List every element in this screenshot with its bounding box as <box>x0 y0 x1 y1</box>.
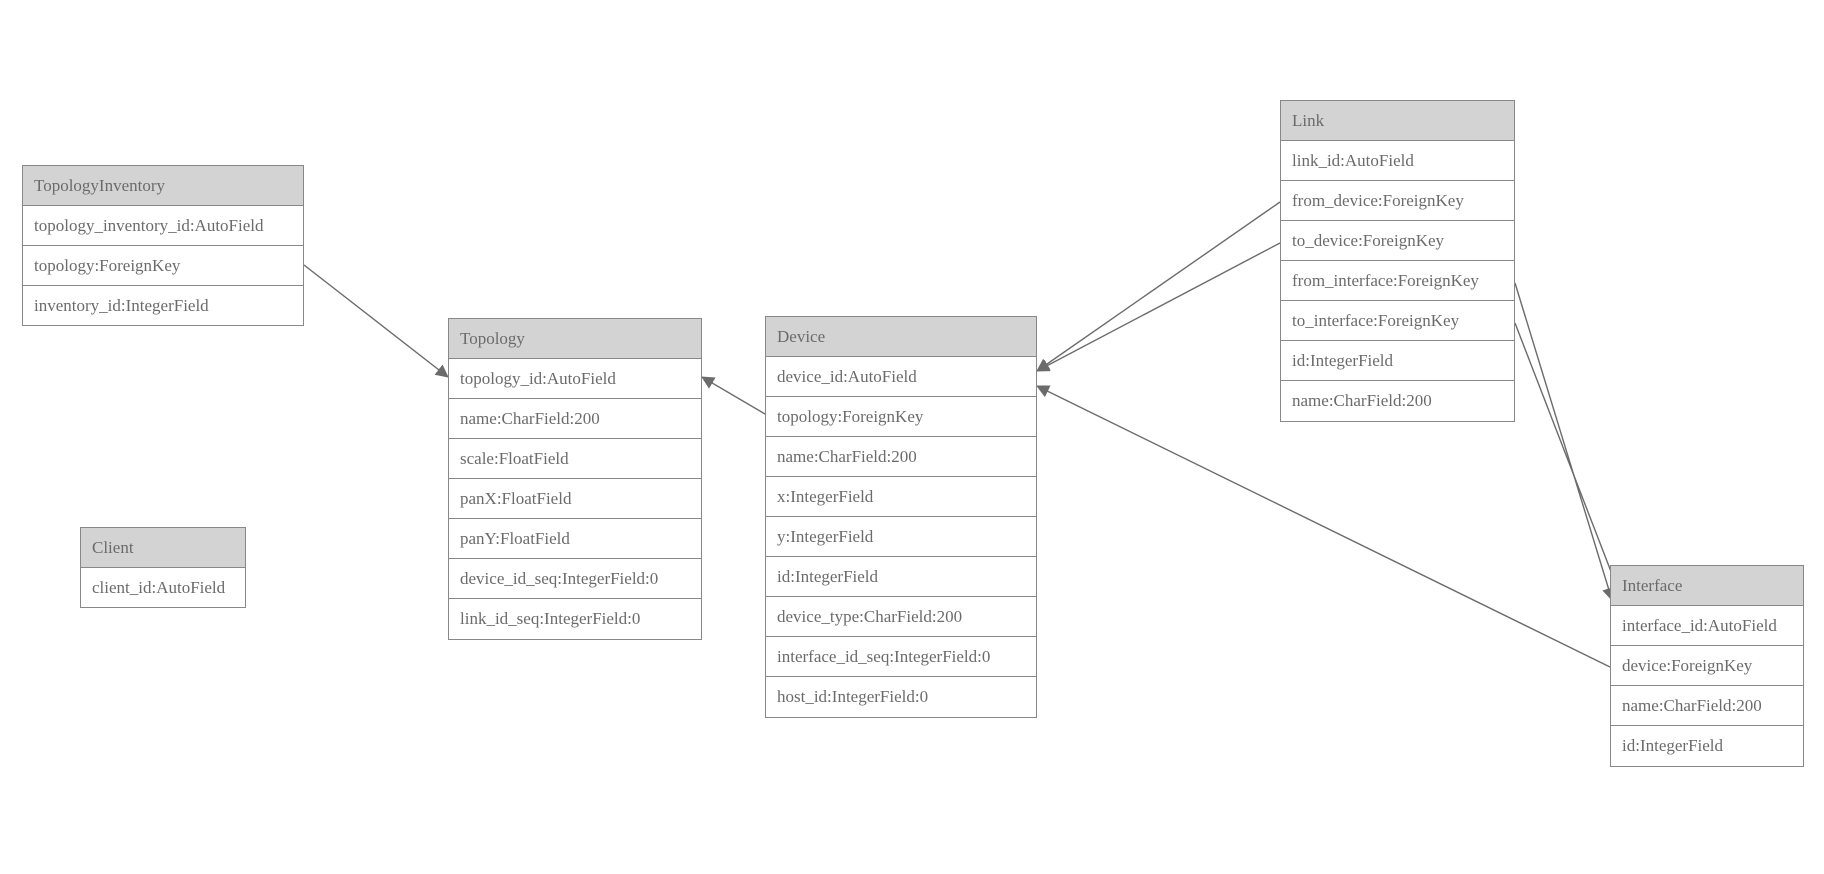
attribute-row[interactable]: link_id_seq:IntegerField:0 <box>460 609 641 628</box>
rel-link-fromdevice-device[interactable] <box>1036 201 1281 372</box>
rel-topologyinventory-topology[interactable] <box>303 264 449 378</box>
rel-interface-device[interactable] <box>1036 385 1611 668</box>
attribute-row[interactable]: name:CharField:200 <box>1611 686 1803 726</box>
attribute-row[interactable]: from_interface:ForeignKey <box>1281 261 1514 301</box>
attribute-row[interactable]: topology:ForeignKey <box>23 246 303 286</box>
attribute-row[interactable]: id:IntegerField <box>1622 736 1724 755</box>
attribute-row[interactable]: host_id:IntegerField:0 <box>777 687 929 706</box>
attribute-list-client: client_id:AutoField <box>81 568 245 608</box>
entity-title-device: Device <box>766 317 1036 357</box>
attribute-row[interactable]: inventory_id:IntegerField <box>34 296 209 315</box>
attribute-row[interactable]: to_device:ForeignKey <box>1281 221 1514 261</box>
rel-device-topology[interactable] <box>701 376 766 415</box>
attribute-row[interactable]: topology_id:AutoField <box>449 359 701 399</box>
rel-link-tointerface-interface[interactable] <box>1514 322 1624 601</box>
attribute-row[interactable]: from_device:ForeignKey <box>1281 181 1514 221</box>
attribute-row[interactable]: device:ForeignKey <box>1611 646 1803 686</box>
entity-title-link: Link <box>1281 101 1514 141</box>
attribute-row[interactable]: y:IntegerField <box>766 517 1036 557</box>
rel-link-todevice-device[interactable] <box>1036 242 1281 372</box>
entity-client[interactable]: Client client_id:AutoField <box>80 527 246 608</box>
attribute-row[interactable]: id:IntegerField <box>1281 341 1514 381</box>
entity-title-topology: Topology <box>449 319 701 359</box>
entity-title-client: Client <box>81 528 245 568</box>
attribute-row[interactable]: panY:FloatField <box>449 519 701 559</box>
attribute-row[interactable]: name:CharField:200 <box>1292 391 1432 410</box>
attribute-row[interactable]: name:CharField:200 <box>766 437 1036 477</box>
attribute-row[interactable]: panX:FloatField <box>449 479 701 519</box>
attribute-row[interactable]: to_interface:ForeignKey <box>1281 301 1514 341</box>
attribute-row[interactable]: device_type:CharField:200 <box>766 597 1036 637</box>
attribute-row[interactable]: link_id:AutoField <box>1281 141 1514 181</box>
attribute-row[interactable]: x:IntegerField <box>766 477 1036 517</box>
attribute-row[interactable]: scale:FloatField <box>449 439 701 479</box>
attribute-row[interactable]: topology:ForeignKey <box>766 397 1036 437</box>
entity-title-topology_inventory: TopologyInventory <box>23 166 303 206</box>
attribute-row[interactable]: device_id_seq:IntegerField:0 <box>449 559 701 599</box>
attribute-row[interactable]: name:CharField:200 <box>449 399 701 439</box>
attribute-row[interactable]: interface_id:AutoField <box>1611 606 1803 646</box>
entity-title-interface: Interface <box>1611 566 1803 606</box>
attribute-row[interactable]: id:IntegerField <box>766 557 1036 597</box>
rel-link-frominterface-interface[interactable] <box>1514 282 1615 601</box>
attribute-row[interactable]: device_id:AutoField <box>766 357 1036 397</box>
attribute-row[interactable]: interface_id_seq:IntegerField:0 <box>766 637 1036 677</box>
attribute-row[interactable]: client_id:AutoField <box>92 578 226 597</box>
attribute-row[interactable]: topology_inventory_id:AutoField <box>23 206 303 246</box>
